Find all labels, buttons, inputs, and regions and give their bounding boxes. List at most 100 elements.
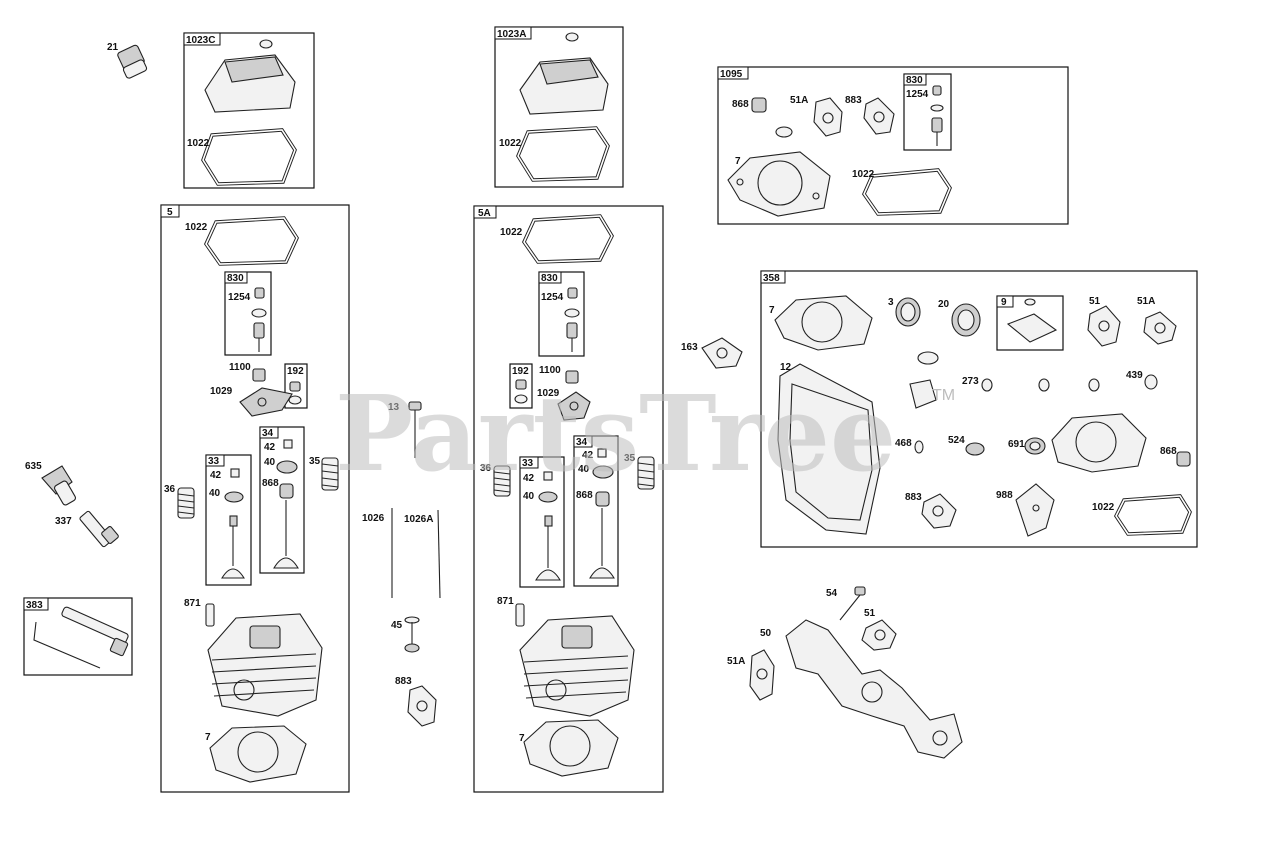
washer-273[interactable]	[981, 378, 993, 392]
group-830-5[interactable]: 830	[224, 271, 272, 356]
gasket-1022-d[interactable]	[203, 216, 299, 266]
cylinder-head-b[interactable]	[519, 615, 635, 717]
gasket-7-a[interactable]	[727, 151, 831, 217]
group-192-5A[interactable]: 192	[509, 363, 533, 409]
part-42-a[interactable]	[230, 468, 240, 478]
part-868-b[interactable]	[279, 483, 294, 499]
rocker-1029-b[interactable]	[557, 391, 591, 421]
gasket-51A-a[interactable]	[813, 97, 843, 137]
gasket-51A-c[interactable]	[749, 649, 775, 701]
gasket-51A-b[interactable]	[1143, 311, 1177, 345]
spring-36-b[interactable]	[493, 465, 511, 497]
gasket-51-b[interactable]	[861, 619, 897, 651]
label-1026: 1026	[362, 513, 385, 524]
part-40-c[interactable]	[538, 491, 558, 503]
group-5[interactable]: 5	[160, 204, 350, 793]
label-7-c: 7	[519, 733, 525, 744]
group-33-5A[interactable]: 33	[519, 456, 565, 588]
seal-20[interactable]	[951, 303, 981, 337]
gasket-1022-c[interactable]	[861, 168, 952, 216]
group-830-5A[interactable]: 830	[538, 271, 585, 357]
part-42-d[interactable]	[597, 448, 607, 458]
group-383[interactable]: 383	[23, 597, 133, 676]
part-40-b[interactable]	[276, 460, 298, 474]
group-830-1095[interactable]: 830	[903, 73, 952, 151]
cylinder-head-a[interactable]	[207, 613, 323, 717]
part-868-c[interactable]	[595, 491, 610, 507]
part-830-fitting-a[interactable]	[930, 85, 944, 146]
part-868-d[interactable]	[1176, 451, 1191, 467]
group-1023C[interactable]: 1023C	[183, 32, 315, 189]
group-192-5[interactable]: 192	[284, 363, 308, 409]
part-40-d[interactable]	[592, 465, 614, 479]
seal-691[interactable]	[1024, 437, 1046, 455]
group-358[interactable]: 358	[760, 270, 1198, 548]
bolt-54[interactable]	[839, 586, 866, 621]
gasket-883-b[interactable]	[407, 685, 437, 727]
rocker-1029-a[interactable]	[239, 387, 293, 417]
label-1022-c: 1022	[852, 169, 875, 180]
gasket-51-a[interactable]	[1087, 305, 1121, 347]
group-33-5[interactable]: 33	[205, 454, 252, 586]
group-34-5[interactable]: 34	[259, 426, 305, 574]
gasket-883-c[interactable]	[921, 493, 957, 529]
part-830-fitting-c[interactable]	[564, 287, 580, 352]
plug-524[interactable]	[965, 442, 985, 456]
gasket-7-e[interactable]	[1051, 413, 1147, 473]
label-1022-a: 1022	[187, 138, 210, 149]
spring-35-b[interactable]	[637, 456, 655, 490]
gasket-988[interactable]	[1015, 483, 1055, 537]
group-34-5A[interactable]: 34	[573, 435, 619, 587]
part-42-c[interactable]	[543, 471, 553, 481]
group-9[interactable]: 9	[996, 295, 1064, 351]
part-42-b[interactable]	[283, 439, 293, 449]
gasket-1022-e[interactable]	[521, 214, 614, 264]
part-valve-cover-1023A[interactable]	[519, 32, 609, 115]
spring-35-a[interactable]	[321, 457, 339, 491]
valve-c[interactable]	[535, 515, 561, 581]
valve-a[interactable]	[221, 515, 245, 579]
part-valve-cover-1023C[interactable]	[204, 39, 296, 113]
gasket-163[interactable]	[701, 337, 743, 369]
pin-871-b[interactable]	[515, 603, 525, 627]
washer-439[interactable]	[1144, 374, 1158, 390]
label-51A-b: 51A	[1137, 296, 1155, 307]
group-5A[interactable]: 5A	[473, 205, 664, 793]
gasket-883-a[interactable]	[863, 97, 895, 135]
part-830-fitting-b[interactable]	[251, 287, 267, 352]
seal-3[interactable]	[895, 297, 921, 327]
part-192-fitting-a[interactable]	[288, 381, 302, 405]
pushrod-1026A[interactable]	[437, 509, 441, 599]
gasket-7-d[interactable]	[774, 295, 873, 351]
gasket-7-c[interactable]	[523, 719, 619, 777]
spark-plug-337[interactable]	[79, 510, 119, 548]
part-21[interactable]	[117, 44, 148, 79]
part-9-plate[interactable]	[1006, 298, 1058, 343]
part-40-a[interactable]	[224, 491, 244, 503]
spring-36-a[interactable]	[177, 487, 195, 519]
gasket-1022-a[interactable]	[201, 128, 297, 186]
label-871-a: 871	[184, 598, 201, 609]
pushrod-tube-13[interactable]	[408, 401, 422, 458]
part-1100-b[interactable]	[565, 370, 579, 384]
part-1100-a[interactable]	[252, 368, 266, 382]
gasket-12[interactable]	[777, 363, 881, 535]
pin-871-a[interactable]	[205, 603, 215, 627]
gasket-7-b[interactable]	[209, 725, 307, 783]
group-1095[interactable]: 1095	[717, 66, 1069, 225]
group-label-830-b: 830	[227, 273, 244, 284]
intake-manifold-50[interactable]	[785, 619, 963, 759]
spark-plug-wrench-383[interactable]	[33, 606, 129, 669]
spark-plug-boot-635[interactable]	[41, 465, 77, 506]
tappet-45[interactable]	[404, 616, 420, 653]
group-1023A[interactable]: 1023A	[494, 26, 624, 188]
valve-d[interactable]	[589, 508, 615, 579]
part-868-a[interactable]	[751, 97, 767, 113]
gasket-1022-b[interactable]	[516, 126, 610, 182]
group-label-5: 5	[167, 207, 173, 218]
valve-b[interactable]	[273, 500, 299, 569]
label-3: 3	[888, 297, 894, 308]
part-192-fitting-b[interactable]	[514, 379, 528, 404]
gasket-1022-f[interactable]	[1113, 494, 1192, 536]
washer-468[interactable]	[914, 440, 924, 454]
